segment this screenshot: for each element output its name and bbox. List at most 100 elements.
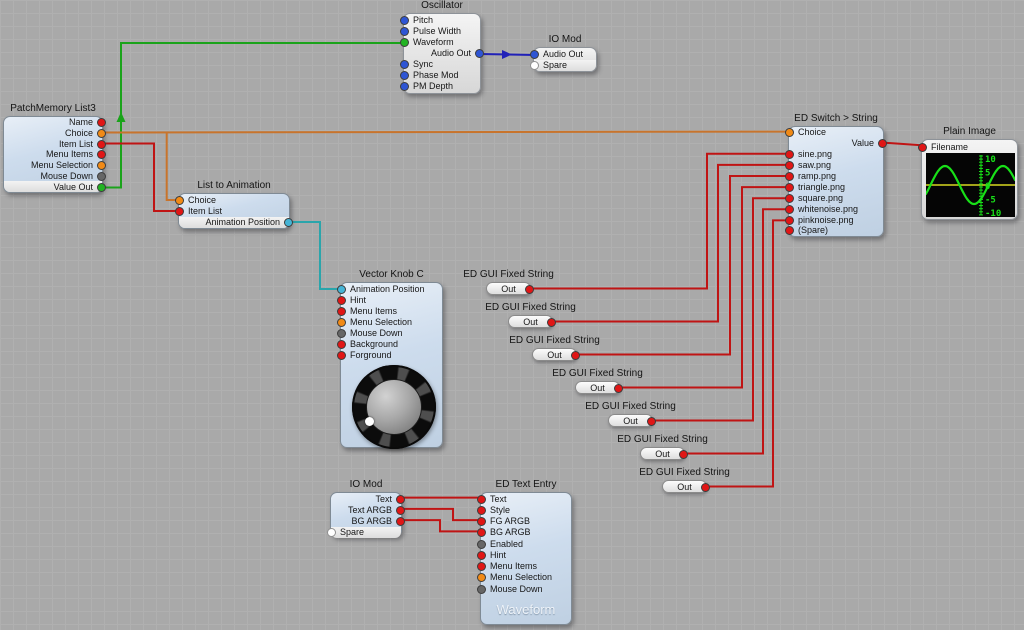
value-out-pin[interactable] <box>97 182 106 192</box>
sine-png-pin[interactable] <box>785 150 794 160</box>
wire-fs3-to-ramp[interactable] <box>575 175 790 356</box>
text-pin[interactable] <box>396 494 405 504</box>
spare-pin[interactable] <box>327 528 336 538</box>
node-title-ed-gui-fixed-string-4: ED GUI Fixed String <box>552 368 643 379</box>
pin-label: Menu Selection <box>30 160 93 171</box>
node-ed-gui-fixed-string-7[interactable]: Out <box>662 480 710 493</box>
node-ed-gui-fixed-string-2[interactable]: Out <box>508 315 556 328</box>
item-list-pin[interactable] <box>175 206 184 216</box>
menu-items-pin[interactable] <box>97 150 106 160</box>
wire-anim-pos-to-knob[interactable] <box>287 221 342 290</box>
wire-fs7-to-pinknoise[interactable] <box>705 219 790 488</box>
row-mouse-down: Mouse Down <box>337 327 442 338</box>
menu-items-pin[interactable] <box>337 306 346 316</box>
fg-argb-pin[interactable] <box>477 517 486 527</box>
forground-pin[interactable] <box>337 350 346 360</box>
pin-label: Menu Selection <box>490 572 553 583</box>
enabled-pin[interactable] <box>477 539 486 549</box>
pin-label: Value Out <box>53 181 93 192</box>
phase-mod-pin[interactable] <box>400 70 409 80</box>
hint-pin[interactable] <box>337 295 346 305</box>
wire-fs4-to-triangle[interactable] <box>618 186 790 389</box>
wire-bg-argb-to-bg-argb[interactable] <box>402 519 482 533</box>
audio-out-pin[interactable] <box>530 49 539 59</box>
pin-label: Name <box>68 117 93 128</box>
style-pin[interactable] <box>477 505 486 515</box>
menu-selection-pin[interactable] <box>477 573 486 583</box>
wire-fs6-to-whitenoise[interactable] <box>683 208 790 455</box>
node-ed-gui-fixed-string-5[interactable]: Out <box>608 414 656 427</box>
wire-choice-to-list-anim-choice[interactable] <box>165 132 180 201</box>
node-ed-gui-fixed-string-6[interactable]: Out <box>640 447 688 460</box>
wire-fs5-to-square[interactable] <box>651 197 790 422</box>
menu-selection-pin[interactable] <box>97 161 106 171</box>
pm-depth-pin[interactable] <box>400 81 409 91</box>
mouse-down-pin[interactable] <box>337 328 346 338</box>
out-pin[interactable] <box>679 449 688 459</box>
menu-items-pin[interactable] <box>477 562 486 572</box>
wire-choice-to-ed-switch-choice[interactable] <box>102 130 789 134</box>
square-png-pin[interactable] <box>785 193 794 203</box>
waveform-pin[interactable] <box>400 37 409 47</box>
mouse-down-pin[interactable] <box>97 171 106 181</box>
pin-label: whitenoise.png <box>798 203 859 214</box>
out-pin[interactable] <box>701 482 710 492</box>
pinknoise-png-pin[interactable] <box>785 215 794 225</box>
out-pin[interactable] <box>647 416 656 426</box>
choice-pin[interactable] <box>785 128 794 138</box>
text-argb-pin[interactable] <box>396 505 405 515</box>
pitch-pin[interactable] <box>400 15 409 25</box>
node-ed-gui-fixed-string-4[interactable]: Out <box>575 381 623 394</box>
choice-pin[interactable] <box>97 129 106 139</box>
out-pin[interactable] <box>547 317 556 327</box>
out-pin[interactable] <box>614 383 623 393</box>
pin-label: Waveform <box>413 36 454 47</box>
animation-position-pin[interactable] <box>337 284 346 294</box>
hint-pin[interactable] <box>477 550 486 560</box>
scope-tick-label: 10 <box>985 155 996 165</box>
bg-argb-pin[interactable] <box>396 517 405 527</box>
spare-pin[interactable] <box>530 61 539 71</box>
background-pin[interactable] <box>337 339 346 349</box>
name-pin[interactable] <box>97 118 106 128</box>
wire-fs1-to-sine[interactable] <box>529 152 790 290</box>
mouse-down-pin[interactable] <box>477 584 486 594</box>
node-ed-gui-fixed-string-3[interactable]: Out <box>532 348 580 361</box>
out-pin[interactable] <box>525 284 534 294</box>
item-list-pin[interactable] <box>97 139 106 149</box>
row-ramp-png: ramp.png <box>785 171 883 182</box>
text-pin[interactable] <box>477 494 486 504</box>
pin-label: triangle.png <box>798 181 846 192</box>
bg-argb-pin[interactable] <box>477 528 486 538</box>
wire-fs2-to-saw[interactable] <box>551 163 790 323</box>
filename-pin[interactable] <box>918 142 927 152</box>
pulse-width-pin[interactable] <box>400 26 409 36</box>
saw-png-pin[interactable] <box>785 161 794 171</box>
spare-pin[interactable] <box>785 226 794 236</box>
value-pin[interactable] <box>878 139 887 149</box>
node-ed-gui-fixed-string-1[interactable]: Out <box>486 282 534 295</box>
menu-selection-pin[interactable] <box>337 317 346 327</box>
triangle-png-pin[interactable] <box>785 182 794 192</box>
knob-cap[interactable] <box>366 379 422 435</box>
whitenoise-png-pin[interactable] <box>785 204 794 214</box>
wire-text-argb-to-fg-argb[interactable] <box>402 507 482 522</box>
out-pin[interactable] <box>571 350 580 360</box>
animation-position-pin[interactable] <box>284 218 293 228</box>
wire-item-list-to-list-anim[interactable] <box>103 142 180 212</box>
audio-out-pin[interactable] <box>475 48 484 58</box>
sync-pin[interactable] <box>400 59 409 69</box>
wire-value-out-to-waveform[interactable] <box>103 42 405 189</box>
ramp-png-pin[interactable] <box>785 172 794 181</box>
row-fg-argb: FG ARGB <box>477 516 571 527</box>
choice-pin[interactable] <box>175 195 184 205</box>
